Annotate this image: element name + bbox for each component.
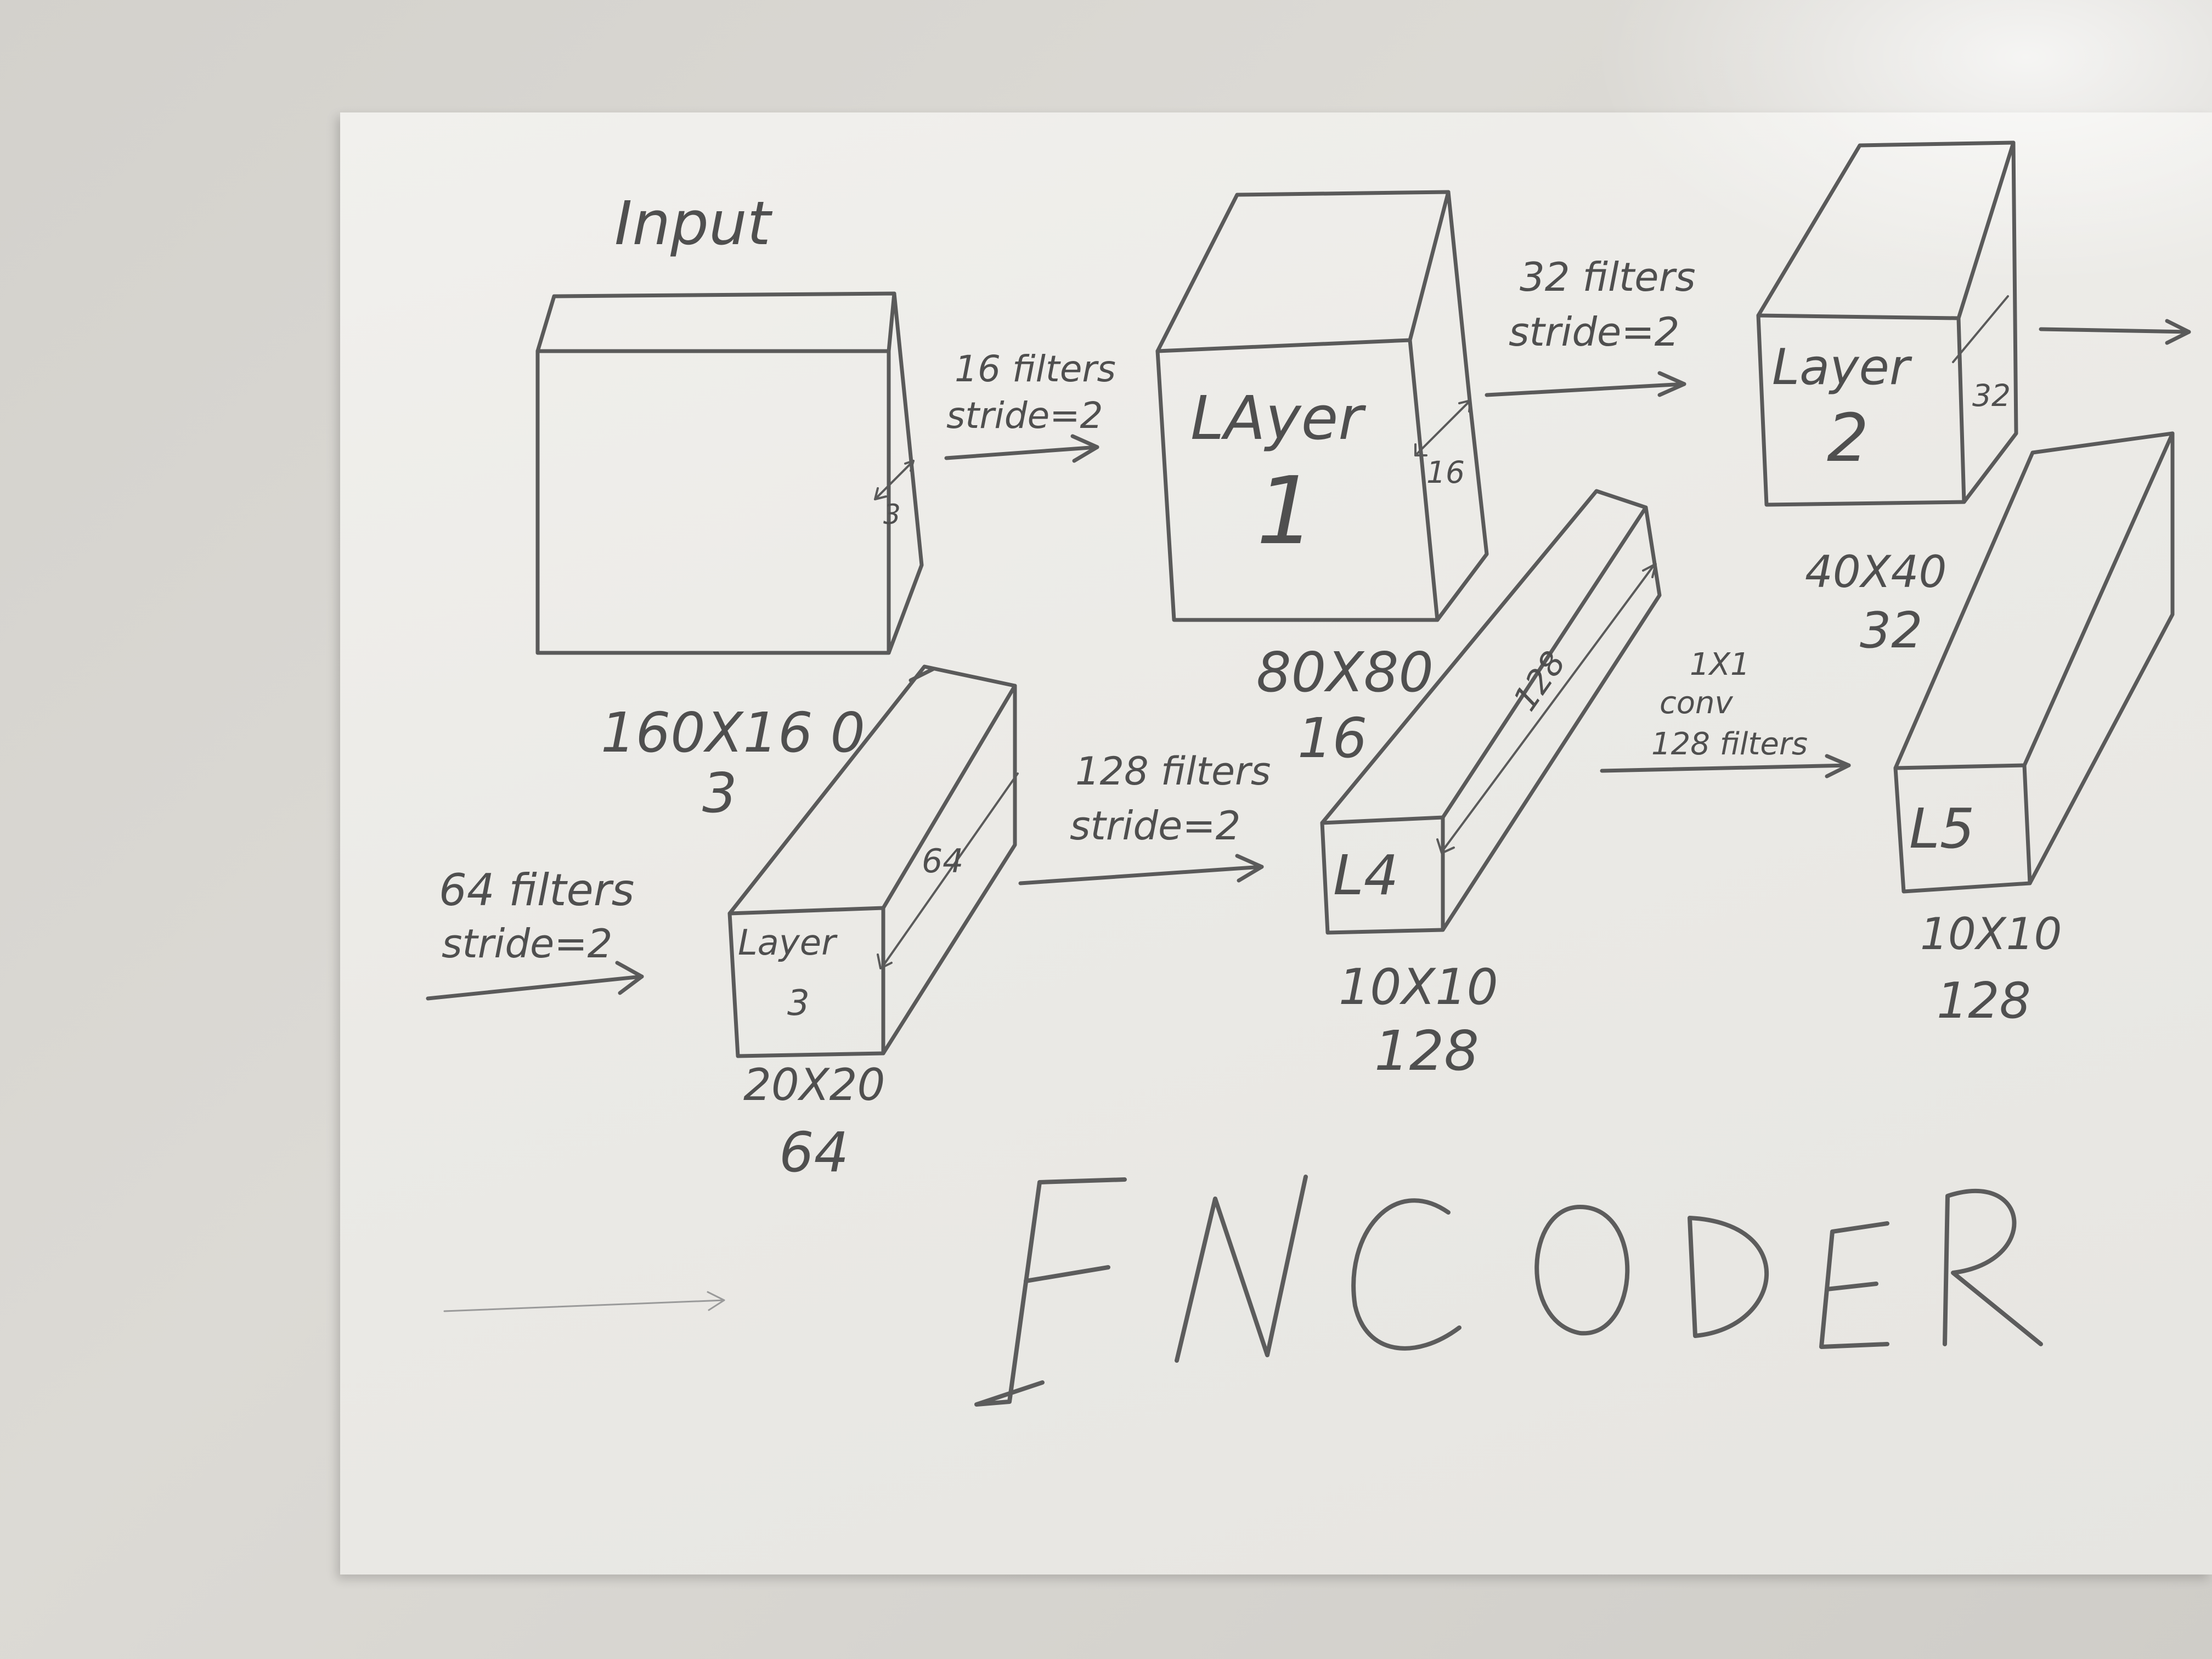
layer1-channels-label: 16 [1297,706,1367,770]
input-box [535,291,924,655]
arrow-layer4-to-layer5 [1600,754,1851,778]
op1-line2: stride=2 [946,394,1103,437]
arrow-layer2-out [2039,319,2191,345]
layer3-label-line2: 3 [787,983,810,1024]
op5-line1: 1X1 [1690,647,1750,682]
op5-line2: conv [1660,685,1734,721]
op5-line3: 128 filters [1651,726,1808,762]
layer1-box [1155,190,1489,622]
layer5-channels-label: 128 [1937,972,2031,1030]
layer4-label: L4 [1333,843,1398,907]
arrow-layer3-to-layer4 [1018,854,1264,885]
layer1-label-line2: 1 [1256,457,1316,566]
layer4-channels-label: 128 [1374,1019,1479,1083]
layer2-depth-label: 32 [1972,378,2011,413]
input-depth-label: 3 [883,499,901,531]
layer2-label-line1: Layer [1772,338,1912,396]
op4-line1: 128 filters [1075,749,1271,794]
op3-line2: stride=2 [442,921,612,967]
layer5-size-label: 10X10 [1920,909,2062,960]
layer2-box [1756,140,2018,507]
layer1-label-line1: LAyer [1190,383,1366,453]
arrow-input-to-layer1 [944,434,1099,463]
layer4-box [1320,489,1662,935]
layer1-size-label: 80X80 [1256,640,1434,704]
layer3-size-label: 20X20 [743,1059,885,1110]
layer3-depth-arrow [877,772,1019,969]
layer4-size-label: 10X10 [1339,958,1498,1016]
layer2-channels-label: 32 [1860,602,1923,659]
layer1-depth-arrow [1414,399,1471,456]
layer4-depth-arrow [1436,563,1657,854]
op4-line2: stride=2 [1070,803,1240,849]
layer3-box [727,664,1017,1058]
layer5-label: L5 [1909,797,1974,861]
layer3-channels-label: 64 [779,1120,849,1184]
arrow-layer1-to-layer2 [1485,371,1686,397]
layer3-depth-label: 64 [922,842,963,881]
light-glare [1591,0,2212,285]
op2-line2: stride=2 [1509,309,1679,355]
input-size-label: 160X16 0 [601,701,865,765]
encoder-title-strokes [974,1175,2043,1407]
arrow-into-layer3 [426,961,644,1001]
layer3-label-line1: Layer [738,923,838,963]
layer2-depth-arrow [1952,295,2009,363]
op2-line1: 32 filters [1520,254,1696,300]
op1-line1: 16 filters [955,348,1116,390]
input-label: Input [614,188,773,258]
layer2-size-label: 40X40 [1805,546,1946,597]
input-channels-label: 3 [702,761,737,825]
op3-line1: 64 filters [439,865,634,916]
layer5-box [1893,431,2175,894]
faint-arrow [443,1291,725,1312]
encoder-title: ENCODER [977,1394,1031,1407]
layer2-label-line2: 2 [1827,400,1869,477]
layer1-depth-label: 16 [1426,455,1465,490]
input-depth-arrow [874,460,915,500]
